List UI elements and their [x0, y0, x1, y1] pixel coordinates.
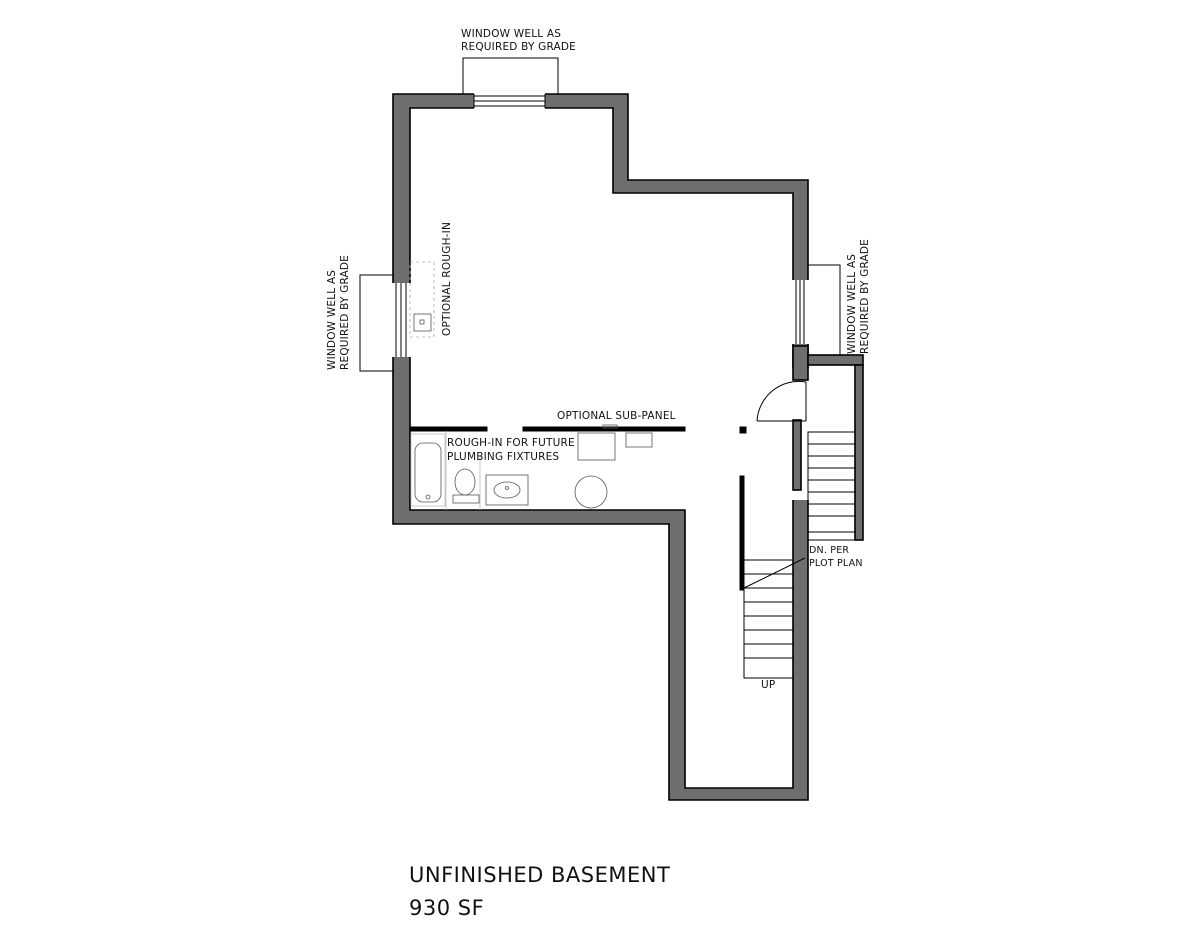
- interior-wall-left: [409, 426, 488, 432]
- window-well-top: [462, 57, 559, 94]
- sub-panel-box: [625, 432, 653, 448]
- toilet-icon: [452, 468, 480, 504]
- window-well-left: [359, 274, 393, 372]
- sub-panel-label: OPTIONAL SUB-PANEL: [557, 410, 676, 422]
- inner-stair-wall: [792, 419, 802, 491]
- window-top-label-line1: WINDOW WELL AS: [461, 28, 561, 40]
- plan-area: 930 SF: [409, 896, 484, 920]
- plan-title: UNFINISHED BASEMENT: [409, 863, 670, 887]
- stairs-down: [807, 431, 856, 533]
- stairs-down-label-line2: PLOT PLAN: [809, 558, 863, 569]
- water-heater: [574, 475, 608, 509]
- window-left-label-line1: WINDOW WELL AS: [326, 270, 338, 370]
- stairs-up-label: UP: [761, 679, 775, 691]
- exterior-wall: [392, 93, 809, 801]
- stair-enclosure-side: [854, 364, 864, 541]
- stair-rail-wall: [739, 475, 745, 591]
- plumbing-label-line2: PLUMBING FIXTURES: [447, 451, 559, 463]
- window-well-right: [808, 264, 841, 356]
- sink-icon: [485, 474, 529, 506]
- stair-wall-stub: [792, 345, 809, 381]
- window-right-label-line2: REQUIRED BY GRADE: [859, 239, 871, 354]
- plumbing-label-line1: ROUGH-IN FOR FUTURE: [447, 437, 575, 449]
- furnace-unit: [577, 432, 616, 461]
- bathtub-icon: [410, 433, 446, 507]
- window-glazing-right: [795, 280, 805, 344]
- window-top-label-line2: REQUIRED BY GRADE: [461, 41, 576, 53]
- window-right-label-line1: WINDOW WELL AS: [846, 254, 858, 354]
- interior-wall-right: [522, 426, 686, 432]
- stair-enclosure-wall: [807, 354, 864, 366]
- window-glazing-left: [395, 283, 407, 357]
- door-swing: [756, 380, 807, 422]
- window-left-label-line2: REQUIRED BY GRADE: [339, 255, 351, 370]
- stairs-up: [743, 557, 806, 679]
- sub-panel-marker: [602, 424, 618, 429]
- optional-rough-in-fixture: [409, 261, 435, 338]
- window-glazing-top: [473, 94, 546, 108]
- column-post: [739, 426, 747, 434]
- stairs-down-label-line1: DN. PER: [809, 545, 849, 556]
- bathroom-partition: [445, 431, 481, 510]
- optional-rough-in-label: OPTIONAL ROUGH-IN: [441, 222, 453, 336]
